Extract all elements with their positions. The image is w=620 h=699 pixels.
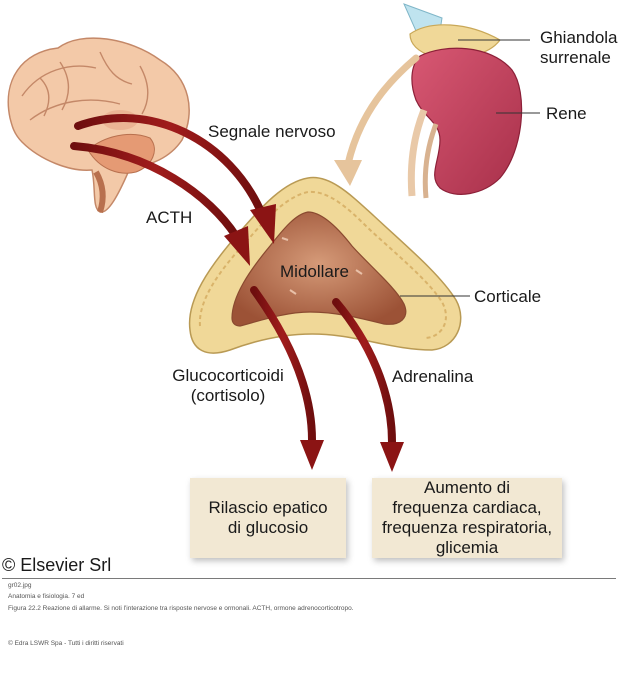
acth-arrow: [70, 142, 250, 266]
segnale-nervoso-arrow: [74, 114, 276, 244]
adrenal-diagram: [7, 3, 540, 472]
adrenal-cross-section: [188, 176, 462, 354]
footer-divider: [2, 578, 616, 579]
rights-notice: © Edra LSWR Spa - Tutti i diritti riserv…: [8, 640, 124, 647]
figure-caption: Figura 22.2 Reazione di allarme. Si noti…: [8, 605, 354, 612]
ghiandola-surrenale-label: Ghiandola surrenale: [540, 28, 618, 67]
rilascio-glucosio-box: Rilascio epatico di glucosio: [190, 478, 346, 558]
aumento-frequenza-box: Aumento di frequenza cardiaca, frequenza…: [372, 478, 562, 558]
acth-label: ACTH: [146, 208, 193, 227]
rene-label: Rene: [546, 104, 587, 123]
segnale-nervoso-label: Segnale nervoso: [208, 122, 336, 141]
glucocorticoidi-arrow: [250, 286, 324, 470]
file-name: gr02.jpg: [8, 582, 32, 589]
corticale-label: Corticale: [474, 287, 542, 306]
copyright-notice: © Elsevier Srl: [2, 555, 112, 575]
magnify-pointer-arrow: [334, 54, 420, 186]
glucocorticoidi-label: Glucocorticoidi (cortisolo): [172, 366, 284, 405]
book-title: Anatomia e fisiologia. 7 ed: [8, 593, 85, 600]
midollare-label: Midollare: [280, 262, 349, 281]
adrenalina-label: Adrenalina: [392, 367, 474, 386]
leader-lines: [400, 39, 540, 297]
adrenalina-arrow: [332, 298, 404, 472]
kidney-illustration: [403, 3, 523, 199]
